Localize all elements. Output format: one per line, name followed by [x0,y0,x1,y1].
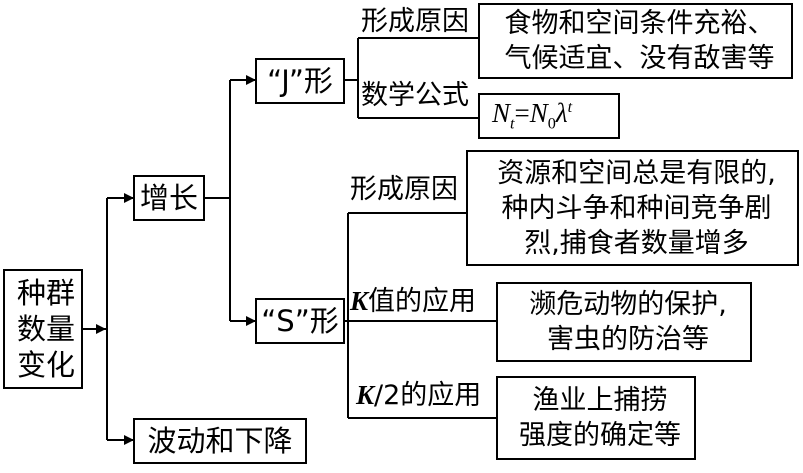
j-curve-box: “J”形 [255,58,345,104]
s-cause-line-3: 烈,捕食者数量增多 [524,227,749,259]
connector-growth-branch [205,80,231,321]
j-cause-label: 形成原因 [361,6,469,37]
growth-box: 增长 [133,175,205,221]
growth-label: 增长 [139,181,198,215]
connector-root-branch [83,198,108,440]
s-cause-line-2: 种内斗争和种间竞争剧 [501,192,772,224]
s-cause-line-1: 资源和空间总是有限的, [497,157,776,189]
s-k-label: K值的应用 [350,284,476,319]
j-curve-label: “J”形 [267,64,333,98]
j-formula: Nt=N0λt [492,90,572,141]
formula-n0-sub: 0 [547,114,556,133]
fluctuation-box: 波动和下降 [133,418,307,464]
j-formula-box: Nt=N0λt [478,93,620,139]
s-k-box: 濒危动物的保护, 害虫的防治等 [496,282,752,362]
formula-n-sub: t [510,114,515,133]
s-k-line-1: 濒危动物的保护, [529,289,727,320]
s-k-text: 值的应用 [368,286,477,317]
s-k2-line-2: 强度的确定等 [519,420,681,451]
s-k2-label: K/2的应用 [356,378,481,413]
s-cause-label: 形成原因 [350,174,458,205]
j-cause-box: 食物和空间条件充裕、 气候适宜、没有敌害等 [478,3,793,79]
s-cause-box: 资源和空间总是有限的, 种内斗争和种间竞争剧 烈,捕食者数量增多 [466,150,799,266]
s-k2-text: /2的应用 [374,380,482,411]
root-line-1: 种群 [16,276,75,310]
fluctuation-label: 波动和下降 [147,424,293,458]
root-line-2: 数量 [16,312,75,346]
s-k-line-2: 害虫的防治等 [547,324,709,355]
formula-equals: = [514,98,530,129]
formula-lambda: λ [555,98,568,129]
s-curve-label: “S”形 [261,304,339,338]
j-cause-line-2: 气候适宜、没有敌害等 [504,43,775,74]
formula-n: N [492,98,511,129]
s-k-symbol: K [350,286,369,316]
formula-n0: N [529,98,548,129]
s-k2-box: 渔业上捕捞 强度的确定等 [496,376,696,460]
connector-j-branch [345,38,359,118]
j-formula-label: 数学公式 [361,80,469,111]
j-cause-line-1: 食物和空间条件充裕、 [504,8,775,39]
s-k2-line-1: 渔业上捕捞 [532,385,668,416]
formula-lambda-sup: t [567,98,573,117]
root-box-population-change: 种群 数量 变化 [3,269,83,389]
root-line-3: 变化 [16,348,75,382]
connector-s-branch [345,213,349,418]
s-curve-box: “S”形 [255,298,345,344]
s-k2-symbol: K [356,380,375,410]
